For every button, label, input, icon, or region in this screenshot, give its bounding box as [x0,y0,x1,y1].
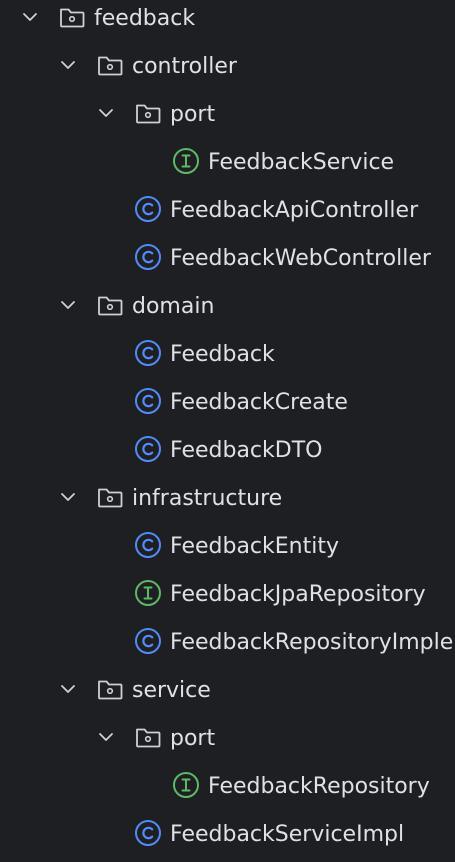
tree-node-label: controller [132,54,237,79]
folder-icon [96,51,124,79]
chevron-down-icon[interactable] [58,487,78,507]
tree-node-feedback[interactable]: feedback [0,0,455,43]
tree-node-feedback-entity[interactable]: FeedbackEntity [0,523,455,571]
tree-node-label: infrastructure [132,486,283,511]
folder-icon [58,3,86,31]
class-icon [134,531,162,559]
tree-node-feedback-jpa-repository[interactable]: FeedbackJpaRepository [0,571,455,619]
class-icon [134,819,162,847]
tree-node-feedback-service-impl[interactable]: FeedbackServiceImpl [0,811,455,859]
tree-node-label: FeedbackRepositoryImple [170,630,454,655]
interface-icon [134,579,162,607]
tree-node-label: domain [132,294,215,319]
tree-node-label: service [132,678,211,703]
tree-node-feedback-service[interactable]: FeedbackService [0,139,455,187]
tree-node-label: port [170,102,216,127]
tree-node-label: FeedbackApiController [170,198,419,223]
folder-icon [134,723,162,751]
tree-node-feedback-api-controller[interactable]: FeedbackApiController [0,187,455,235]
tree-node-label: FeedbackRepository [208,774,430,799]
chevron-down-icon[interactable] [58,295,78,315]
tree-node-feedback-class[interactable]: Feedback [0,331,455,379]
tree-node-label: FeedbackServiceImpl [170,822,405,847]
class-icon [134,339,162,367]
chevron-down-icon[interactable] [96,103,116,123]
tree-node-controller[interactable]: controller [0,43,455,91]
tree-node-label: port [170,726,216,751]
folder-icon [96,483,124,511]
folder-icon [134,99,162,127]
chevron-down-icon[interactable] [58,55,78,75]
chevron-down-icon[interactable] [58,679,78,699]
class-icon [134,243,162,271]
tree-node-label: FeedbackService [208,150,395,175]
folder-icon [96,291,124,319]
tree-node-service-port[interactable]: port [0,715,455,763]
tree-node-feedback-web-controller[interactable]: FeedbackWebController [0,235,455,283]
tree-node-feedback-create[interactable]: FeedbackCreate [0,379,455,427]
chevron-down-icon[interactable] [96,727,116,747]
tree-node-label: feedback [94,6,196,31]
chevron-down-icon[interactable] [20,7,40,27]
tree-node-label: FeedbackEntity [170,534,339,559]
folder-icon [96,675,124,703]
class-icon [134,195,162,223]
tree-node-feedback-repository[interactable]: FeedbackRepository [0,763,455,811]
tree-node-controller-port[interactable]: port [0,91,455,139]
class-icon [134,387,162,415]
tree-node-feedback-repository-imple[interactable]: FeedbackRepositoryImple [0,619,455,667]
class-icon [134,627,162,655]
tree-node-label: FeedbackWebController [170,246,431,271]
tree-node-label: FeedbackDTO [170,438,323,463]
tree-node-label: FeedbackCreate [170,390,348,415]
interface-icon [172,771,200,799]
tree-node-label: Feedback [170,342,275,367]
tree-node-label: FeedbackJpaRepository [170,582,426,607]
interface-icon [172,147,200,175]
tree-node-infrastructure[interactable]: infrastructure [0,475,455,523]
tree-node-domain[interactable]: domain [0,283,455,331]
class-icon [134,435,162,463]
tree-node-feedback-dto[interactable]: FeedbackDTO [0,427,455,475]
tree-node-service[interactable]: service [0,667,455,715]
